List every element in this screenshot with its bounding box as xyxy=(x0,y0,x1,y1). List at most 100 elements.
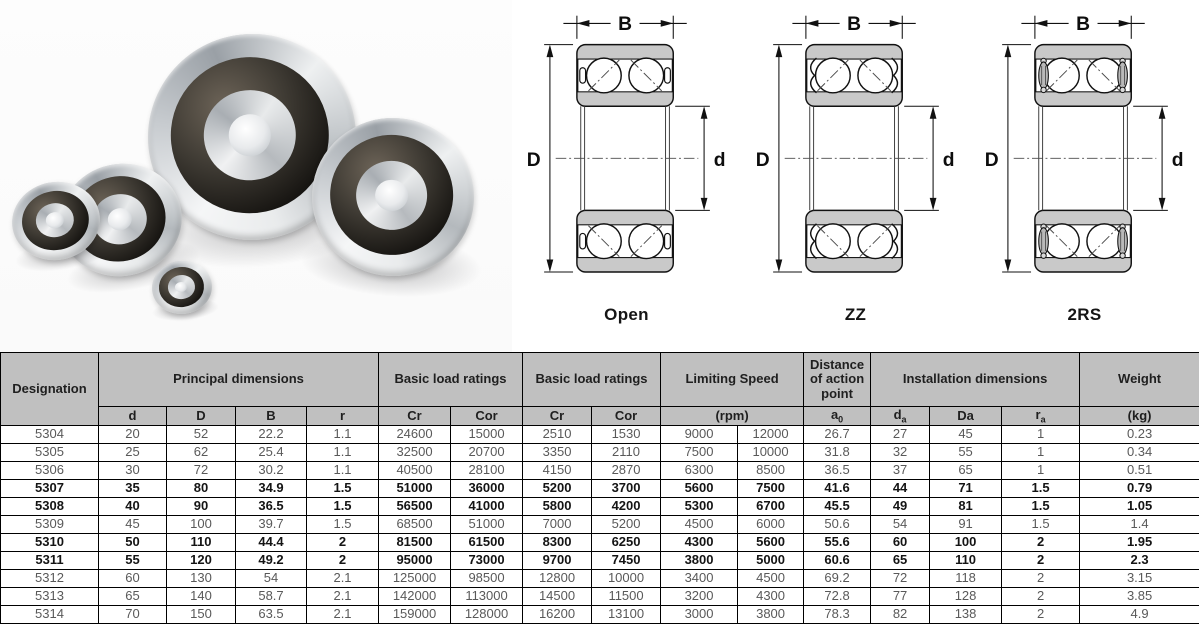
table-cell: 98500 xyxy=(450,569,524,588)
table-cell: 37 xyxy=(870,461,931,480)
top-strip: B D d xyxy=(0,0,1199,352)
subheader-cell: (kg) xyxy=(1079,406,1199,426)
header-installation-dimensions: Installation dimensions xyxy=(870,352,1081,407)
table-cell: 32 xyxy=(870,443,931,462)
table-cell: 65 xyxy=(870,551,931,570)
table-cell: 5600 xyxy=(660,479,739,498)
table-cell: 63.5 xyxy=(235,605,307,624)
designation-cell: 5309 xyxy=(0,515,99,534)
table-cell: 3.15 xyxy=(1079,569,1199,588)
table-cell: 9000 xyxy=(660,425,739,444)
subheader-cell: B xyxy=(235,406,307,426)
table-cell: 3350 xyxy=(522,443,593,462)
diagram-caption-2rs: 2RS xyxy=(1067,305,1102,324)
table-cell: 45 xyxy=(98,515,167,534)
table-cell: 138 xyxy=(929,605,1003,624)
table-cell: 3.85 xyxy=(1079,587,1199,606)
diagram-caption-zz: ZZ xyxy=(844,305,867,324)
table-cell: 6250 xyxy=(591,533,662,552)
table-cell: 7500 xyxy=(660,443,739,462)
header-limiting-speed: Limiting Speed xyxy=(660,352,805,407)
table-cell: 81 xyxy=(929,497,1003,516)
dim-label-d: d xyxy=(1171,150,1183,171)
dim-label-B: B xyxy=(1076,14,1090,35)
table-cell: 95000 xyxy=(378,551,452,570)
header-distance-of-action-point: Distance of action point xyxy=(803,352,872,407)
dim-label-B: B xyxy=(847,14,861,35)
table-cell: 41000 xyxy=(450,497,524,516)
table-cell: 2.1 xyxy=(305,605,380,624)
table-cell: 3000 xyxy=(660,605,739,624)
table-cell: 1 xyxy=(1001,425,1081,444)
table-cell: 81500 xyxy=(378,533,452,552)
table-cell: 68500 xyxy=(378,515,452,534)
table-cell: 0.51 xyxy=(1079,461,1199,480)
table-cell: 159000 xyxy=(378,605,452,624)
table-cell: 49 xyxy=(870,497,931,516)
table-cell: 6000 xyxy=(737,515,805,534)
table-cell: 27 xyxy=(870,425,931,444)
table-cell: 1 xyxy=(1001,443,1081,462)
dim-label-d: d xyxy=(942,150,954,171)
table-cell: 128 xyxy=(929,587,1003,606)
table-cell: 5800 xyxy=(522,497,593,516)
table-cell: 72 xyxy=(166,461,236,480)
header-designation: Designation xyxy=(0,352,99,426)
table-cell: 5600 xyxy=(737,533,805,552)
designation-cell: 5304 xyxy=(0,425,99,444)
header-principal-dimensions: Principal dimensions xyxy=(97,352,380,407)
table-cell: 110 xyxy=(929,551,1003,570)
table-cell: 15000 xyxy=(450,425,524,444)
diagram-2rs: B D d xyxy=(970,0,1199,352)
table-cell: 11500 xyxy=(591,587,662,606)
subheader-cell: da xyxy=(870,406,931,426)
table-cell: 1.5 xyxy=(1001,479,1081,498)
table-cell: 24600 xyxy=(378,425,452,444)
designation-cell: 5307 xyxy=(0,479,99,498)
table-cell: 3800 xyxy=(660,551,739,570)
table-cell: 0.79 xyxy=(1079,479,1199,498)
table-cell: 110 xyxy=(166,533,236,552)
table-cell: 2870 xyxy=(591,461,662,480)
table-cell: 2.3 xyxy=(1079,551,1199,570)
table-cell: 55.6 xyxy=(803,533,872,552)
table-cell: 13100 xyxy=(591,605,662,624)
table-cell: 50 xyxy=(98,533,167,552)
table-cell: 32500 xyxy=(378,443,452,462)
table-cell: 6300 xyxy=(660,461,739,480)
bearing-cross-section-open: B D d xyxy=(526,14,725,273)
table-cell: 70 xyxy=(98,605,167,624)
table-cell: 2.1 xyxy=(305,587,380,606)
table-cell: 0.34 xyxy=(1079,443,1199,462)
table-cell: 39.7 xyxy=(235,515,307,534)
table-cell: 28100 xyxy=(450,461,524,480)
header-basic-load-ratings-dynamic: Basic load ratings xyxy=(378,352,524,407)
bearing-cross-section-zz: B D d xyxy=(755,14,954,273)
table-cell: 14500 xyxy=(522,587,593,606)
table-cell: 2 xyxy=(1001,569,1081,588)
dimension-lines xyxy=(1001,15,1168,273)
table-cell: 8500 xyxy=(737,461,805,480)
table-cell: 20700 xyxy=(450,443,524,462)
table-cell: 4500 xyxy=(737,569,805,588)
table-cell: 30 xyxy=(98,461,167,480)
table-cell: 73000 xyxy=(450,551,524,570)
designation-cell: 5311 xyxy=(0,551,99,570)
table-cell: 90 xyxy=(166,497,236,516)
table-cell: 7500 xyxy=(737,479,805,498)
table-cell: 1.1 xyxy=(305,461,380,480)
table-cell: 1.95 xyxy=(1079,533,1199,552)
table-cell: 60.6 xyxy=(803,551,872,570)
bearing-spec-table: Designation Principal dimensions Basic l… xyxy=(0,352,1199,624)
table-cell: 4300 xyxy=(660,533,739,552)
subheader-cell: a0 xyxy=(803,406,872,426)
table-cell: 55 xyxy=(98,551,167,570)
table-cell: 100 xyxy=(166,515,236,534)
table-cell: 4500 xyxy=(660,515,739,534)
